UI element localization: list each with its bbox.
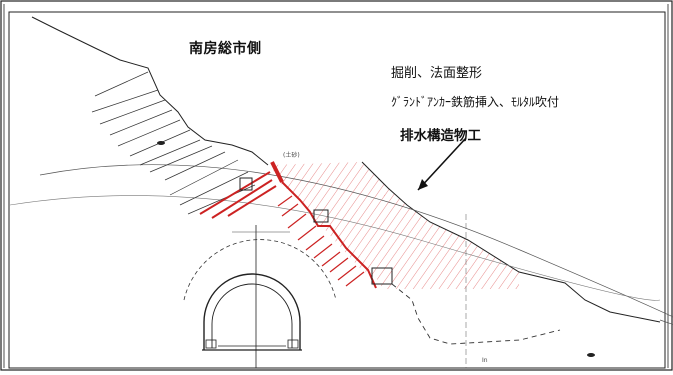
drawing-title: 南房総市側 [189, 41, 262, 57]
pointer-arrow-line [417, 137, 467, 191]
anchor-head-wall [270, 161, 284, 183]
annotation-excavation: 掘削、法面整形 [391, 66, 483, 81]
reference-curve-lower [9, 195, 661, 301]
inner-border [8, 11, 666, 369]
tunnel-section [202, 273, 302, 351]
tunnel-soil-label: (土砂) [283, 152, 300, 159]
section-mark-label: In [482, 357, 488, 364]
ground-anchors [199, 171, 277, 219]
excavated-slope-face [281, 181, 377, 289]
annotation-ground-anchor: ｸﾞﾗﾝﾄﾞｱﾝｶｰ鉄筋挿入、ﾓﾙﾀﾙ吹付 [391, 95, 560, 109]
design-dashed-line [391, 283, 561, 345]
pointer-arrow-head [418, 179, 428, 190]
excavation-hatch-area [270, 162, 519, 289]
survey-point-marker-right [587, 353, 595, 357]
tunnel-influence-arc [183, 239, 337, 301]
survey-point-marker [157, 141, 165, 145]
drainage-structure-lower [371, 267, 393, 285]
annotation-drainage: 排水構造物工 [400, 128, 481, 144]
reinforcing-bars [277, 195, 365, 287]
existing-ground-line [31, 16, 269, 166]
slope-ground-line-right [361, 161, 661, 323]
left-slope-hatch [91, 71, 256, 215]
drainage-structure-left [239, 177, 253, 191]
drainage-structure-upper [313, 209, 329, 223]
